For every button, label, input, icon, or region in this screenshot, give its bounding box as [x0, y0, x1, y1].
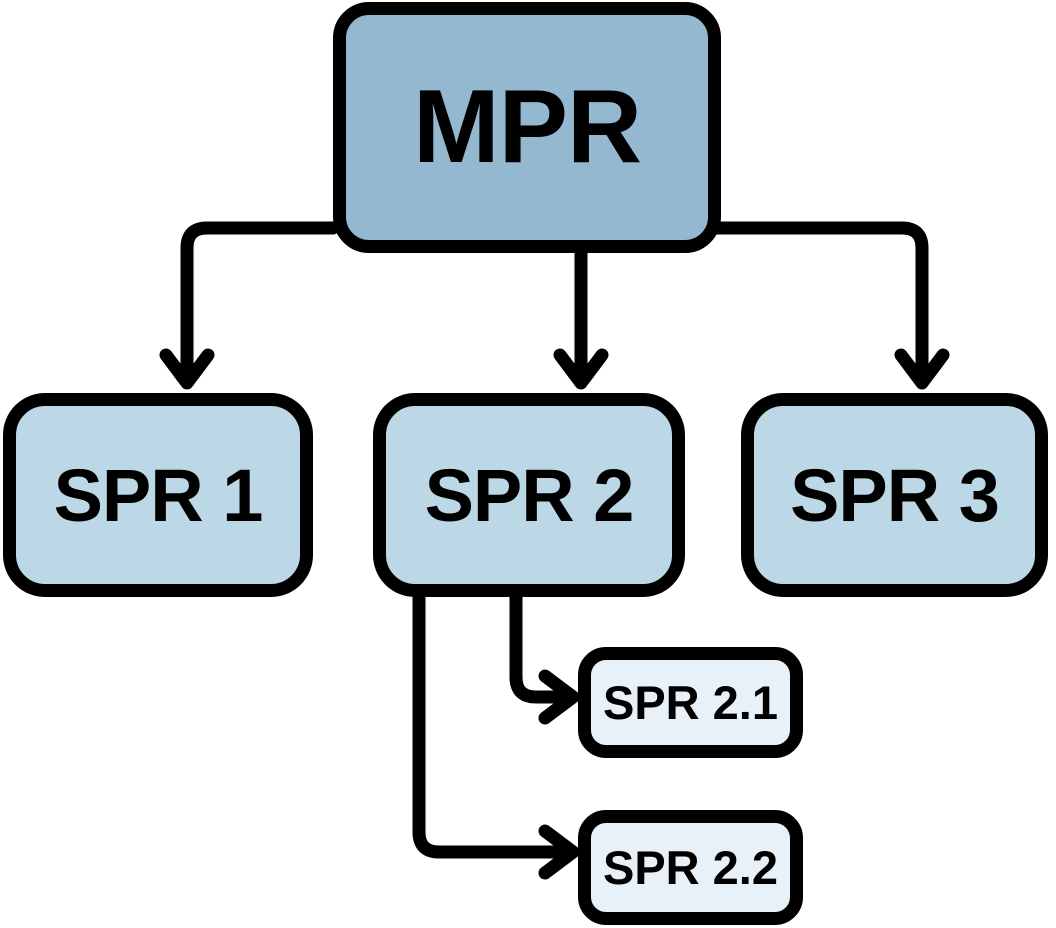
node-spr2: SPR 2 [373, 393, 685, 597]
node-spr2-1: SPR 2.1 [578, 647, 803, 758]
connector-mpr-spr2 [553, 238, 609, 390]
node-mpr-label: MPR [412, 69, 642, 185]
arrowhead-down-icon [553, 348, 609, 390]
connector-spr2-spr2_1 [509, 585, 580, 725]
connector-line [180, 221, 340, 388]
arrowhead-down-icon [159, 348, 215, 390]
arrowhead-right-icon [538, 824, 580, 880]
node-spr1: SPR 1 [3, 393, 313, 597]
connector-spr2-spr2_2 [412, 585, 580, 880]
node-spr2-1-label: SPR 2.1 [602, 676, 779, 729]
node-mpr: MPR [333, 2, 721, 253]
arrowhead-right-icon [538, 669, 580, 725]
node-spr3: SPR 3 [741, 393, 1048, 597]
node-spr3-label: SPR 3 [790, 453, 1000, 537]
arrowhead-down-icon [894, 348, 950, 390]
node-spr2-2-label: SPR 2.2 [602, 841, 779, 894]
connector-mpr-spr1 [159, 221, 340, 390]
connector-line [708, 221, 929, 388]
node-spr1-label: SPR 1 [53, 453, 264, 537]
connector-line [509, 585, 577, 704]
node-spr2-2: SPR 2.2 [578, 810, 803, 925]
connector-mpr-spr3 [708, 221, 950, 390]
connector-line [412, 585, 577, 859]
node-spr2-label: SPR 2 [424, 453, 635, 537]
